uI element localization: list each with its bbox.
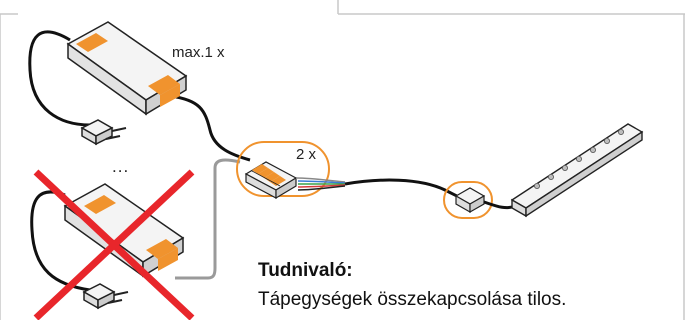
connector-wires [295, 177, 346, 191]
prohibited-cross-icon [33, 169, 195, 320]
end-connector-highlight [443, 181, 493, 219]
notice-text: Tápegységek összekapcsolása tilos. [258, 289, 567, 310]
connector-count-label: 2 x [296, 146, 317, 163]
plug-icon-prohibited [82, 283, 129, 310]
plug-icon [80, 119, 127, 146]
connector-block-icon [244, 161, 298, 200]
cable-bottom-loop [30, 190, 91, 292]
power-supply-icon [66, 21, 188, 116]
cable-top-loop [28, 30, 91, 127]
cable-top-output [169, 94, 251, 162]
max-count-label: max.1 x [172, 44, 225, 61]
connector-highlight [236, 141, 330, 197]
end-connector-icon [454, 187, 486, 214]
ellipsis-label: ... [112, 157, 130, 176]
cable-to-strip [483, 200, 517, 210]
notice-title: Tudnivaló: [258, 260, 353, 281]
cable-bottom-output [175, 158, 241, 280]
led-strip-icon [510, 123, 644, 218]
